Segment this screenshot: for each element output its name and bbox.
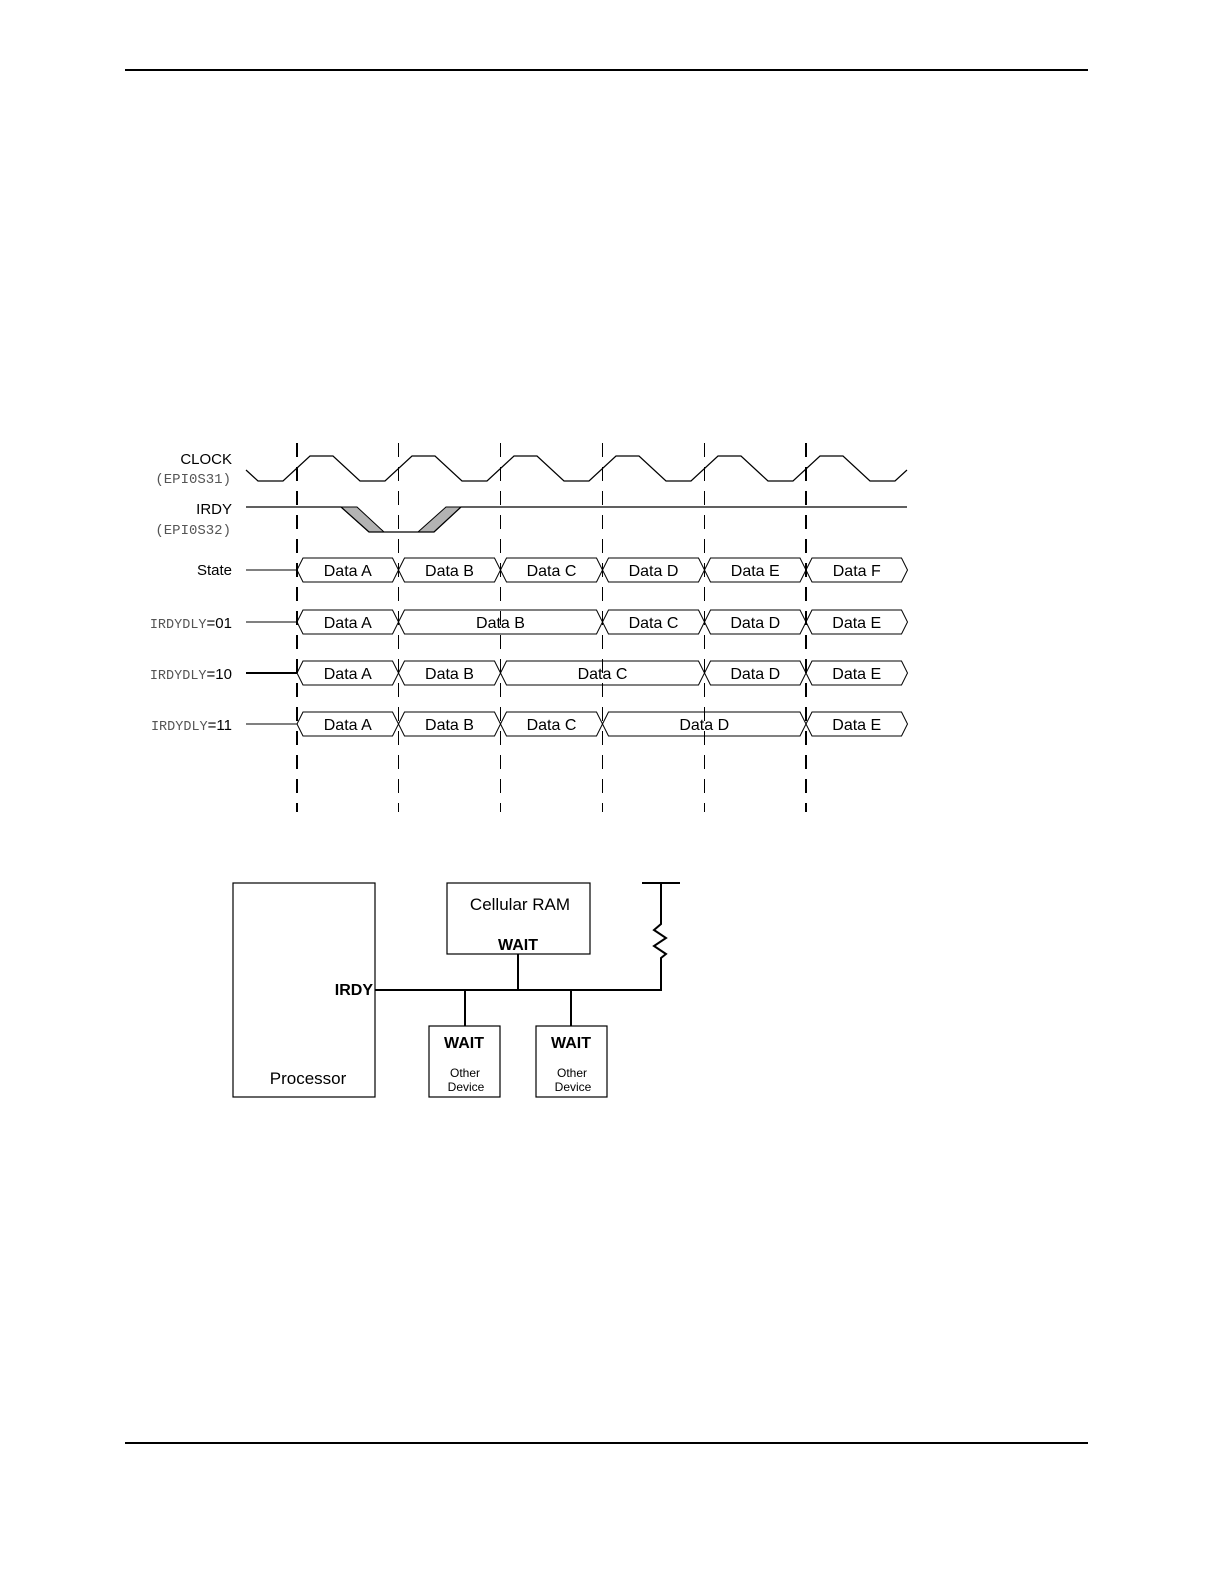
irdy-label: IRDY	[196, 501, 232, 518]
state-segment-3-label: Data C	[527, 563, 577, 580]
state-segment-2-label: Data B	[425, 563, 474, 580]
other-device-1-wait-pin: WAIT	[444, 1035, 484, 1052]
clock-pin-label: (EPI0S31)	[155, 472, 231, 488]
irdydly-10-segment-1-label: Data A	[324, 666, 372, 683]
irdydly-11-segment-3-label: Data C	[527, 717, 577, 734]
irdydly-11-label: IRDYDLY=11	[151, 717, 232, 735]
cellular-ram-box	[447, 883, 590, 954]
clock-label: CLOCK	[180, 451, 232, 468]
irdydly-11-segment-1-label: Data A	[324, 717, 372, 734]
footer-rule	[125, 1442, 1088, 1444]
timing-diagram: CLOCK (EPI0S31) IRDY (EPI0S32) State IRD…	[0, 0, 1224, 830]
irdydly-01-segment-3-label: Data C	[629, 615, 679, 632]
processor-irdy-pin: IRDY	[335, 982, 374, 999]
state-segment-1-label: Data A	[324, 563, 372, 580]
irdy-rise-window	[418, 507, 461, 532]
irdydly-10-label: IRDYDLY=10	[150, 666, 232, 684]
irdydly-01-segment-2-label: Data B	[476, 615, 525, 632]
irdydly-01-segment-5-label: Data E	[832, 615, 881, 632]
other-device-1-label-line1: Other	[450, 1066, 480, 1080]
pull-up-resistor	[654, 883, 666, 990]
processor-label: Processor	[270, 1069, 347, 1088]
other-device-box-1	[429, 1026, 500, 1097]
other-device-2-label-line2: Device	[555, 1080, 592, 1094]
irdydly-10-segment-5-label: Data E	[832, 666, 881, 683]
irdydly-01-segment-4-label: Data D	[730, 615, 780, 632]
state-segment-5-label: Data E	[731, 563, 780, 580]
irdydly-11-segment-5-label: Data E	[832, 717, 881, 734]
other-device-2-label-line1: Other	[557, 1066, 587, 1080]
other-device-1-label-line2: Device	[448, 1080, 485, 1094]
irdydly-10-segment-3-label: Data C	[578, 666, 628, 683]
irdy-fall-window	[341, 507, 384, 532]
clock-waveform	[246, 456, 907, 481]
irdydly-10-segment-2-label: Data B	[425, 666, 474, 683]
irdydly-10-segment-4-label: Data D	[730, 666, 780, 683]
irdydly-11-segment-2-label: Data B	[425, 717, 474, 734]
irdy-pin-label: (EPI0S32)	[155, 523, 231, 539]
other-device-2-wait-pin: WAIT	[551, 1035, 591, 1052]
state-segment-4-label: Data D	[629, 563, 679, 580]
state-segment-6-label: Data F	[833, 563, 881, 580]
irdy-waveform	[246, 507, 907, 532]
irdydly-01-segment-1-label: Data A	[324, 615, 372, 632]
other-device-box-2	[536, 1026, 607, 1097]
cellular-ram-label: Cellular RAM	[470, 895, 570, 914]
state-label: State	[197, 562, 232, 579]
irdydly-11-segment-4-label: Data D	[679, 717, 729, 734]
irdydly-01-label: IRDYDLY=01	[150, 615, 232, 633]
cellular-ram-wait-pin: WAIT	[498, 937, 538, 954]
processor-box	[233, 883, 375, 1097]
